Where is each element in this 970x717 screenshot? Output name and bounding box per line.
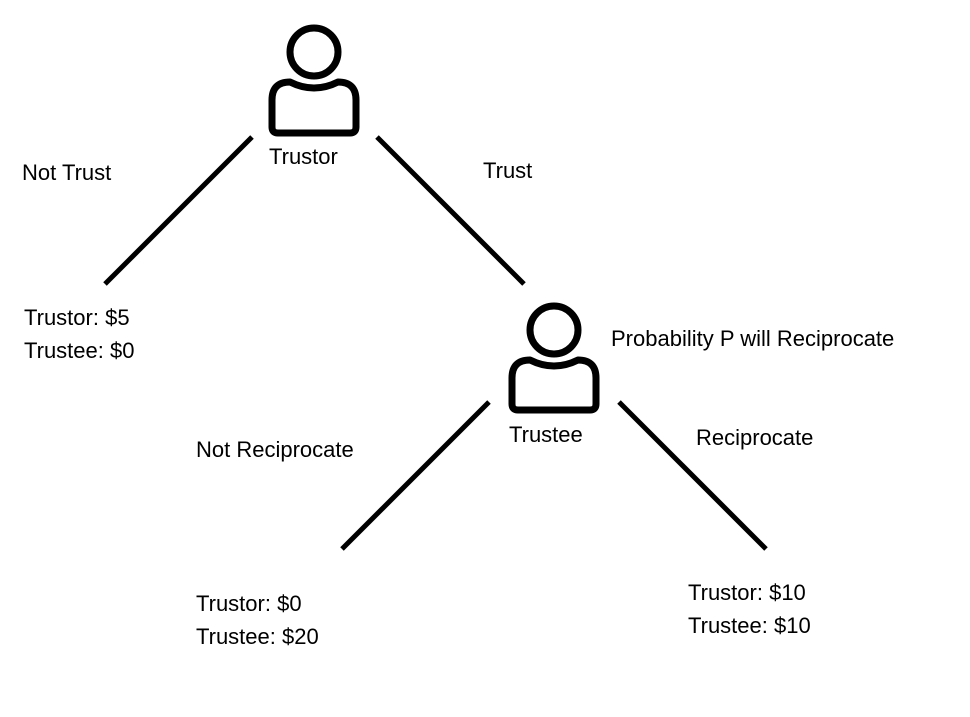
not-reciprocate-branch-line: [340, 400, 491, 551]
not-reciprocate-trustee-payoff: Trustee: $20: [196, 624, 319, 649]
not-trust-branch-line: [103, 135, 254, 286]
trust-branch-line: [375, 135, 526, 286]
not-trust-outcome: Trustor: $5 Trustee: $0: [24, 301, 134, 367]
trustor-node-label: Trustor: [269, 144, 338, 169]
reciprocate-trustor-payoff: Trustor: $10: [688, 580, 806, 605]
trustee-person-icon: [508, 302, 600, 414]
reciprocate-branch-label: Reciprocate: [696, 425, 814, 450]
not-reciprocate-outcome: Trustor: $0 Trustee: $20: [196, 587, 319, 653]
probability-note: Probability P will Reciprocate: [611, 326, 895, 351]
not-reciprocate-trustor-payoff: Trustor: $0: [196, 591, 302, 616]
not-reciprocate-branch-label: Not Reciprocate: [196, 437, 354, 462]
not-trust-branch-label: Not Trust: [22, 160, 112, 185]
reciprocate-trustee-payoff: Trustee: $10: [688, 613, 811, 638]
trust-branch-label: Trust: [483, 158, 533, 183]
trustor-person-icon: [268, 24, 360, 137]
not-trust-trustor-payoff: Trustor: $5: [24, 305, 130, 330]
not-trust-trustee-payoff: Trustee: $0: [24, 338, 135, 363]
trustee-node-label: Trustee: [509, 422, 583, 447]
reciprocate-branch-line: [617, 400, 768, 551]
reciprocate-outcome: Trustor: $10 Trustee: $10: [688, 576, 811, 642]
